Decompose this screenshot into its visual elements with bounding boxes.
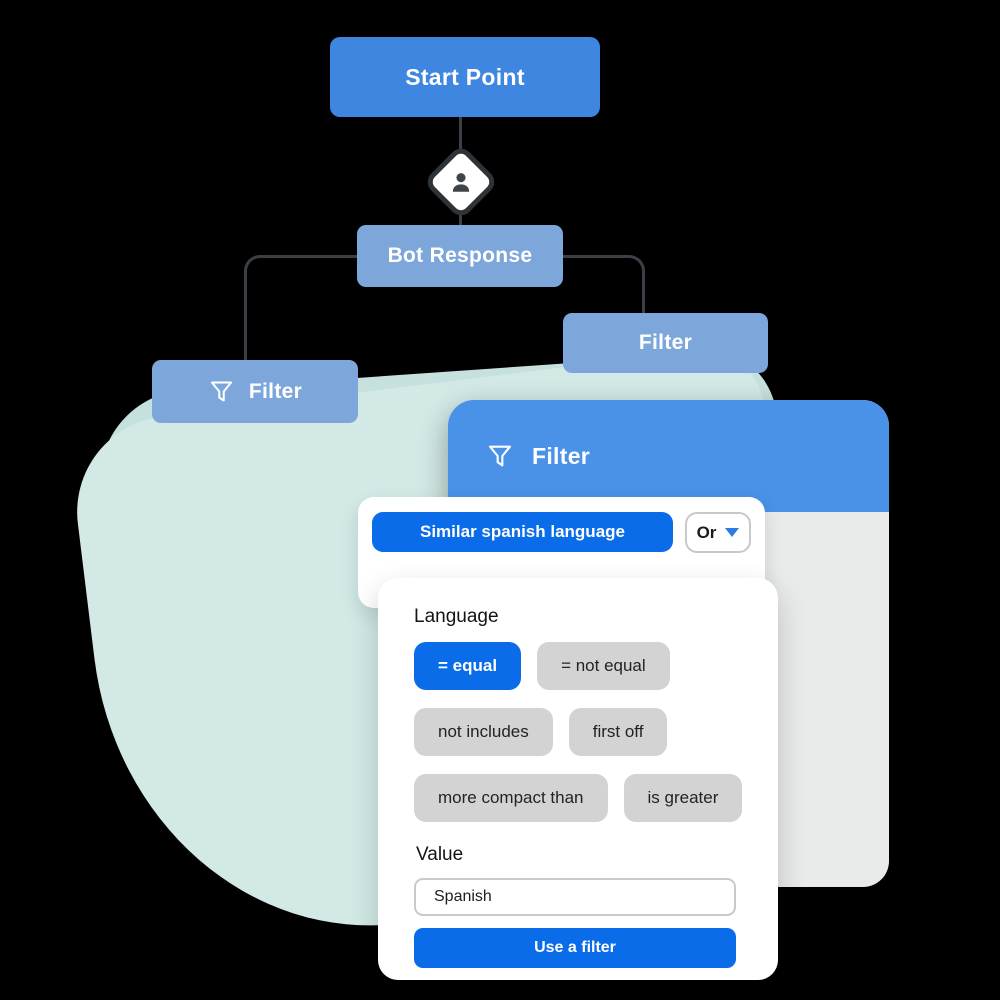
filter-panel-title: Filter (532, 442, 591, 469)
chevron-down-icon (725, 528, 740, 537)
operator-chip-is-greater[interactable]: is greater (623, 774, 743, 822)
filter-editor-panel: Language = equal = not equal not include… (378, 578, 778, 980)
operator-chip-more-compact[interactable]: more compact than (414, 774, 608, 822)
start-point-node[interactable]: Start Point (330, 37, 600, 117)
operator-chip-equal[interactable]: = equal (414, 642, 522, 690)
connector-bot-to-right-filter (562, 255, 645, 314)
funnel-icon (208, 378, 235, 405)
start-point-label: Start Point (405, 63, 525, 90)
operator-chip-row: more compact than is greater (414, 774, 743, 822)
condition-pill-button[interactable]: Similar spanish language (372, 512, 673, 552)
filter-node-left-label: Filter (248, 379, 303, 403)
operator-chip-first-off[interactable]: first off (568, 708, 668, 756)
value-input[interactable] (414, 878, 736, 916)
connector-bot-to-left-filter (244, 255, 358, 361)
bot-response-label: Bot Response (387, 244, 533, 267)
filter-node-right-label: Filter (638, 331, 693, 354)
operator-dropdown-value: Or (696, 522, 717, 542)
filter-node-left[interactable]: Filter (152, 360, 358, 423)
operator-dropdown[interactable]: Or (685, 512, 751, 553)
operator-chip-not-equal[interactable]: = not equal (537, 642, 670, 690)
operator-chip-not-includes[interactable]: not includes (414, 708, 553, 756)
language-label: Language (414, 606, 499, 627)
value-label: Value (416, 844, 464, 865)
funnel-icon (486, 442, 514, 470)
filter-panel-header: Filter (448, 400, 889, 512)
bot-response-node[interactable]: Bot Response (357, 225, 563, 287)
filter-node-right[interactable]: Filter (563, 313, 768, 373)
person-icon (448, 169, 474, 195)
operator-chip-row: not includes first off (414, 708, 738, 756)
operator-chip-row: = equal = not equal (414, 642, 738, 690)
use-filter-button[interactable]: Use a filter (414, 928, 736, 968)
user-node[interactable] (422, 143, 500, 221)
